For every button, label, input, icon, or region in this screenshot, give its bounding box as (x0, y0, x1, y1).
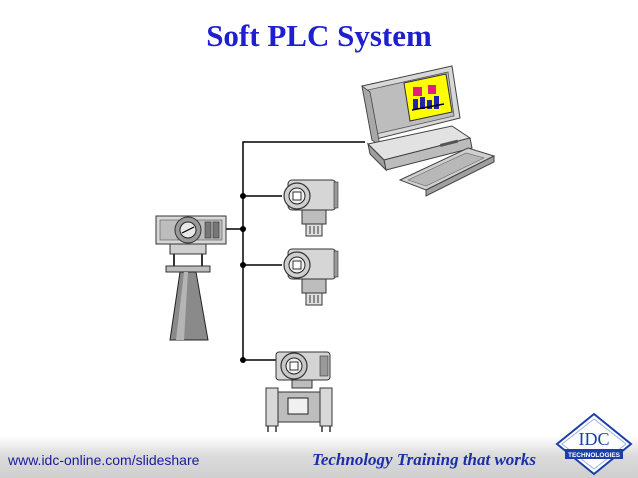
computer-icon (361, 65, 496, 197)
logo-main-text: IDC (579, 429, 610, 449)
level-radar-transmitter-icon (155, 215, 227, 341)
screen-chart-block (413, 99, 418, 109)
screen-chart-block (413, 87, 422, 96)
pressure-transmitter-icon (283, 179, 339, 237)
screen-chart-block (428, 85, 436, 94)
magnetic-flowmeter-icon (265, 351, 333, 432)
footer-url-link[interactable]: www.idc-online.com/slideshare (8, 452, 200, 468)
bus-node (240, 226, 246, 232)
footer-bar: www.idc-online.com/slideshare Technology… (0, 436, 638, 478)
screen-chart-block (434, 96, 439, 109)
bus-node (240, 262, 246, 268)
footer-tagline: Technology Training that works (312, 450, 537, 469)
bus-node (240, 193, 246, 199)
screen-chart-block (420, 97, 425, 109)
logo-sub-text: TECHNOLOGIES (568, 452, 621, 459)
bus-node (240, 357, 246, 363)
screen-chart-block (427, 100, 432, 109)
bus-lines (226, 141, 365, 361)
slide-title: Soft PLC System (206, 18, 432, 53)
bus-nodes (240, 193, 246, 363)
pressure-transmitter-icon (283, 248, 339, 306)
idc-logo-icon: IDC TECHNOLOGIES (555, 412, 633, 476)
